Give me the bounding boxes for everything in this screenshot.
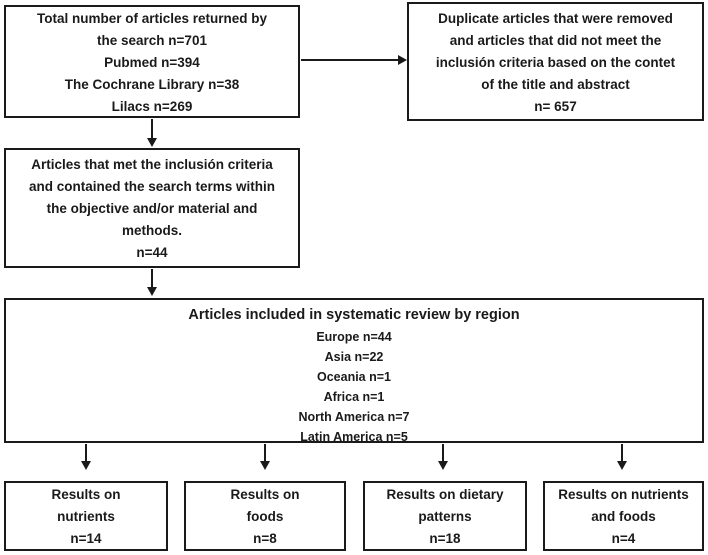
text-line: Articles that met the inclusión criteria [31, 157, 273, 172]
text-line: Lilacs n=269 [111, 99, 193, 114]
text-line: n=44 [136, 245, 168, 260]
box-duplicates-removed: Duplicate articles that were removed and… [407, 2, 704, 121]
arrow-down-icon [260, 444, 270, 470]
text-line: Results on [51, 487, 121, 502]
region-box-title: Articles included in systematic review b… [188, 307, 520, 323]
box-inclusion-criteria: Articles that met the inclusión criteria… [4, 148, 300, 268]
arrow-down-icon [147, 119, 157, 147]
box-total-articles: Total number of articles returned by the… [4, 5, 300, 118]
text-line: and foods [591, 509, 656, 524]
text-line: nutrients [57, 509, 115, 524]
text-line: n=14 [70, 531, 102, 546]
region-line-latin-america: Latin America n=5 [300, 430, 408, 444]
box-results-dietary-patterns: Results on dietary patterns n=18 [363, 481, 527, 551]
text-line: Duplicate articles that were removed [438, 11, 673, 26]
arrow-down-icon [81, 444, 91, 470]
arrow-right-icon [301, 55, 407, 65]
arrow-down-icon [147, 269, 157, 296]
text-line: The Cochrane Library n=38 [64, 77, 240, 92]
region-line-asia: Asia n=22 [324, 350, 384, 364]
text-line: Results on dietary [386, 487, 504, 502]
box-results-nutrients-and-foods: Results on nutrients and foods n=4 [543, 481, 704, 551]
text-line: Total number of articles returned by [36, 11, 268, 26]
text-line: patterns [418, 509, 472, 524]
arrow-down-icon [617, 444, 627, 470]
region-line-europe: Europe n=44 [316, 330, 392, 344]
box-results-nutrients: Results on nutrients n=14 [4, 481, 168, 551]
text-line: Pubmed n=394 [104, 55, 200, 70]
text-line: and contained the search terms within [28, 179, 276, 194]
text-line: Results on [230, 487, 300, 502]
text-line: and articles that did not meet the [449, 33, 662, 48]
region-line-oceania: Oceania n=1 [317, 370, 391, 384]
arrow-down-icon [438, 444, 448, 470]
text-line: inclusión criteria based on the contet [435, 55, 676, 70]
text-line: methods. [121, 223, 182, 238]
box-included-by-region: Articles included in systematic review b… [4, 298, 704, 444]
text-line: foods [246, 509, 284, 524]
text-line: n=8 [253, 531, 277, 546]
region-line-north-america: North America n=7 [298, 410, 410, 424]
text-line: n= 657 [534, 99, 577, 114]
text-line: the objective and/or material and [46, 201, 258, 216]
text-line: n=4 [611, 531, 636, 546]
text-line: the search n=701 [97, 33, 207, 48]
text-line: n=18 [429, 531, 461, 546]
text-line: of the title and abstract [481, 77, 630, 92]
box-results-foods: Results on foods n=8 [184, 481, 346, 551]
text-line: Results on nutrients [558, 487, 689, 502]
region-line-africa: Africa n=1 [323, 390, 385, 404]
